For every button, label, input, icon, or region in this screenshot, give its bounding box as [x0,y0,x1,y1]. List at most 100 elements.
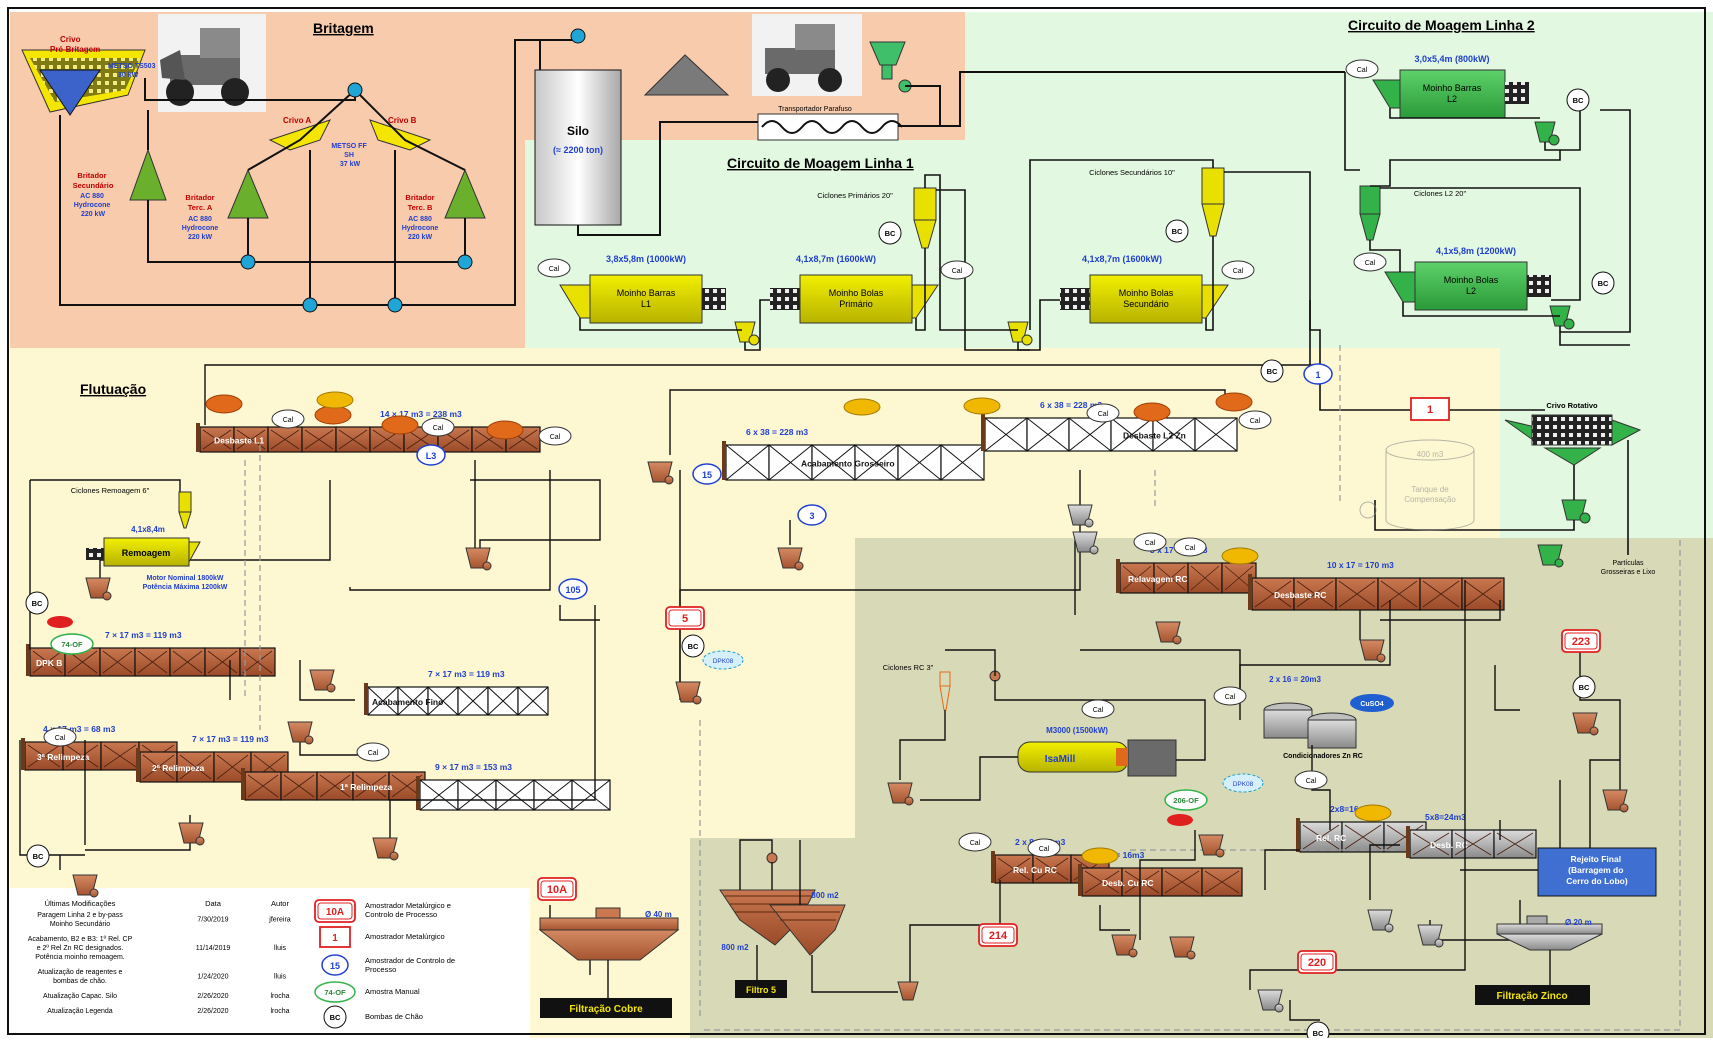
feed-box [136,748,140,782]
svg-text:BC: BC [885,229,896,238]
slurry-pump [1067,504,1094,528]
svg-text:Potência moinho remoagem.: Potência moinho remoagem. [35,954,125,961]
slurry-pump [1257,989,1284,1013]
svg-text:Atualização de reagentes e: Atualização de reagentes e [38,969,123,976]
floor-pump-tag: BC [1572,675,1596,699]
svg-text:DPK08: DPK08 [1233,781,1254,788]
l1-pumps [734,321,1033,346]
secondary-crusher: Britador Secundário AC 880 Hydrocone 220… [73,148,167,218]
svg-text:Cal: Cal [550,434,561,441]
relimpeza-2-spec: 7 × 17 m3 = 119 m3 [192,734,269,744]
conditioners: 2 x 16 = 20m3 Condicionadores Zn RC CuSO… [1263,675,1394,760]
svg-text:Cal: Cal [1039,846,1050,853]
svg-text:10A: 10A [547,884,567,896]
silo-capacity: (≈ 2200 ton) [553,145,603,155]
red-tag [1167,814,1193,826]
regrind-spec: 4,1x8,4m [131,525,165,534]
rod-mill-l1-spec: 3,8x5,8m (1000kW) [606,254,686,264]
floor-pump-tag: BC [681,634,705,658]
feed-box [364,683,368,715]
relimpeza-3-spec: 4 × 17 m3 = 68 m3 [43,724,116,734]
cal-tag: Cal [1081,699,1115,719]
svg-text:Cal: Cal [1225,694,1236,701]
desb-rc-spec: 5x8=24m3 [1425,812,1466,822]
rotary-screen-pipes [1374,440,1629,555]
cal-tag: Cal [538,426,572,446]
cal-tag: Cal [1173,537,1207,557]
floor-pump-tag: BC [1260,359,1284,383]
regrind-label: Remoagem [122,548,171,558]
reagent-tag-yellow [1354,804,1392,822]
slurry-pump [647,461,674,485]
svg-text:74-OF: 74-OF [61,640,83,649]
slurry-pump [465,547,492,571]
history-table: Últimas Modificações Data Autor Paragem … [28,899,291,1015]
relimpeza-1: 1ª Relimpeza [241,768,426,801]
secondary-cyclones-label: Ciclones Secundários 10" [1089,168,1175,177]
cal-tag: Cal [43,727,77,747]
reagent-tag [1133,402,1171,422]
conditioners-spec: 2 x 16 = 20m3 [1269,675,1321,684]
cal-tag: Cal [421,417,455,437]
cal-tag: Cal [1221,260,1255,280]
copper-thickener-diameter: Ø 40 m [645,910,672,919]
sampler-3: 3 [797,504,827,526]
red-tag [47,616,73,628]
slurry-pump [287,721,314,745]
reagent-tag [205,394,243,414]
desb-cu-rc-spec: 2 x 8 = 16m3 [1094,850,1145,860]
desbaste-l1-label: Desbaste L1 [214,436,264,446]
moagem-l2-title: Circuito de Moagem Linha 2 [1348,17,1535,33]
sampler-5: 5 [665,606,705,630]
secondary-cyclones: Ciclones Secundários 10" [1089,167,1225,237]
slurry-pump [887,782,914,806]
isamill-label: IsaMill [1045,754,1076,765]
svg-text:Moinho Secundário: Moinho Secundário [50,921,110,928]
svg-text:15: 15 [702,470,712,480]
reagent-tag [486,420,524,440]
cal-tag: Cal [1213,686,1247,706]
slurry-pump [372,837,399,861]
sampler-105: 105 [558,578,588,600]
acabamento-grosseiro-spec: 6 x 38 = 228 m3 [746,427,808,437]
floor-pump-tag: BC [878,221,902,245]
isamill-spec: M3000 (1500kW) [1046,726,1108,735]
regrind-power-label: Potência Máxima 1200kW [143,584,228,591]
dpk-b-label: DPK B [36,658,62,668]
acabamento-fino-spec: 7 × 17 m3 = 119 m3 [428,669,505,679]
svg-text:2/26/2020: 2/26/2020 [197,1008,228,1015]
sampler-10a: 10A [537,877,577,901]
svg-text:BC: BC [1267,367,1278,376]
metso-motor-1: METSO TS503 [108,63,156,70]
svg-text:Paragem Linha 2 e by-pass: Paragem Linha 2 e by-pass [37,912,123,919]
moagem-l2-pipes [1309,72,1631,411]
desb-rc-label: Desb. RC [1430,840,1468,850]
slurry-pump [1572,712,1599,736]
slurry-pump [1417,924,1444,948]
flotation-cell [1335,577,1379,611]
cal-tag: Cal [1353,252,1387,272]
dpk-tag-1: DPK08 [702,650,744,670]
slurry-pump [675,681,702,705]
l2-cyclones-label: Ciclones L2 20" [1414,189,1467,198]
acabamento-grosseiro-label: Acabamento Grosseiro [801,459,895,469]
loader-image-1 [158,14,266,112]
feed-box [241,768,245,800]
silo-title: Silo [567,124,589,138]
svg-text:2/26/2020: 2/26/2020 [197,993,228,1000]
svg-text:lrocha: lrocha [270,1008,289,1015]
metso-motor-2: 30 kW [118,72,139,79]
sampler-220: 220 [1297,950,1337,974]
svg-text:Atualização Capac. Silo: Atualização Capac. Silo [43,993,117,1000]
rod-mill-l2-spec: 3,0x5,4m (800kW) [1414,54,1489,64]
